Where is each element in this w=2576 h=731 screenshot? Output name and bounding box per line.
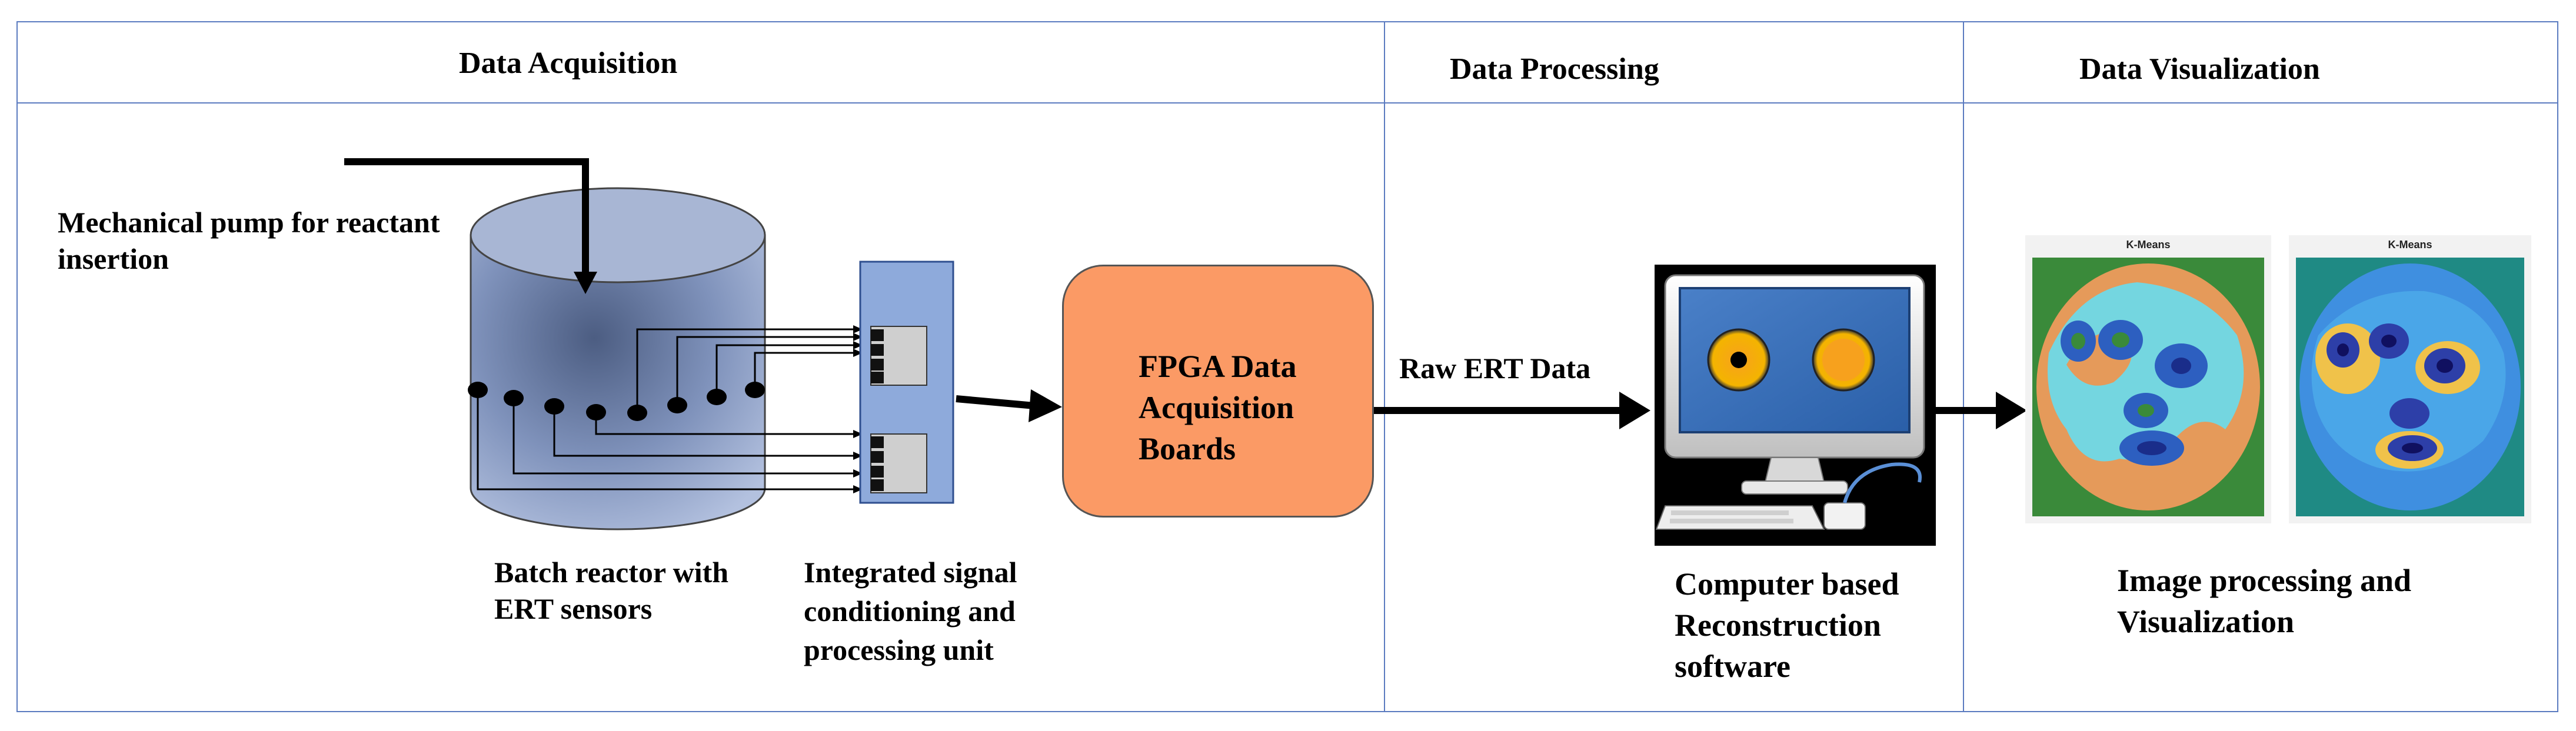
header-data-acquisition: Data Acquisition bbox=[459, 46, 678, 80]
computer-monitor-icon bbox=[1655, 265, 1936, 546]
arrow-to-visualization bbox=[1936, 392, 2027, 429]
pump-label-line2: insertion bbox=[58, 242, 169, 275]
reactor-label-line1: Batch reactor with bbox=[494, 556, 729, 589]
fpga-label: FPGA Data Acquisition Boards bbox=[1139, 346, 1296, 469]
signal-unit bbox=[859, 261, 954, 504]
fpga-label-line2: Acquisition bbox=[1139, 390, 1294, 425]
arrow-raw-data bbox=[1374, 392, 1650, 429]
visualization-label-line2: Visualization bbox=[2117, 604, 2295, 639]
kmeans-image-right: K-Means bbox=[2289, 235, 2531, 523]
reactor-tank bbox=[470, 187, 766, 530]
header-data-visualization: Data Visualization bbox=[2079, 52, 2320, 86]
upper-wiring-arrowheads bbox=[853, 325, 863, 357]
signal-unit-label-line3: processing unit bbox=[804, 633, 994, 666]
pump-label-line1: Mechanical pump for reactant bbox=[58, 206, 440, 239]
visualization-label-line1: Image processing and bbox=[2117, 563, 2412, 598]
lower-wiring bbox=[477, 390, 853, 490]
ert-electrodes bbox=[468, 382, 765, 421]
arrow-to-fpga bbox=[956, 389, 1062, 422]
computer-label-line2: Reconstruction bbox=[1675, 608, 1881, 643]
kmeans-map-left bbox=[2032, 258, 2264, 516]
fpga-label-line1: FPGA Data bbox=[1139, 349, 1297, 384]
lower-wiring-arrowheads bbox=[853, 430, 863, 493]
reactor-label: Batch reactor with ERT sensors bbox=[494, 553, 728, 628]
signal-unit-label-line1: Integrated signal bbox=[804, 556, 1017, 589]
column-divider-2 bbox=[1963, 21, 1964, 712]
pump-label: Mechanical pump for reactant insertion bbox=[58, 203, 440, 278]
signal-unit-label-line2: conditioning and bbox=[804, 595, 1016, 627]
header-data-processing: Data Processing bbox=[1450, 52, 1659, 86]
fpga-label-line3: Boards bbox=[1139, 431, 1236, 466]
header-divider bbox=[16, 102, 2558, 104]
outer-frame bbox=[16, 21, 2558, 712]
reactor-label-line2: ERT sensors bbox=[494, 592, 653, 625]
computer-label-line1: Computer based bbox=[1675, 566, 1899, 602]
raw-data-label: Raw ERT Data bbox=[1399, 352, 1591, 385]
kmeans-title-left: K-Means bbox=[2126, 239, 2171, 251]
computer-label: Computer based Reconstruction software bbox=[1675, 563, 1899, 687]
visualization-label: Image processing and Visualization bbox=[2117, 560, 2411, 642]
computer-label-line3: software bbox=[1675, 649, 1790, 684]
kmeans-map-right bbox=[2296, 258, 2524, 516]
pump-feed-arrow bbox=[344, 158, 597, 294]
signal-unit-label: Integrated signal conditioning and proce… bbox=[804, 553, 1017, 669]
upper-wiring bbox=[636, 328, 853, 413]
kmeans-title-right: K-Means bbox=[2388, 239, 2432, 251]
fpga-board-box bbox=[1062, 265, 1374, 518]
column-divider-1 bbox=[1384, 21, 1385, 712]
kmeans-image-left: K-Means bbox=[2025, 235, 2271, 523]
